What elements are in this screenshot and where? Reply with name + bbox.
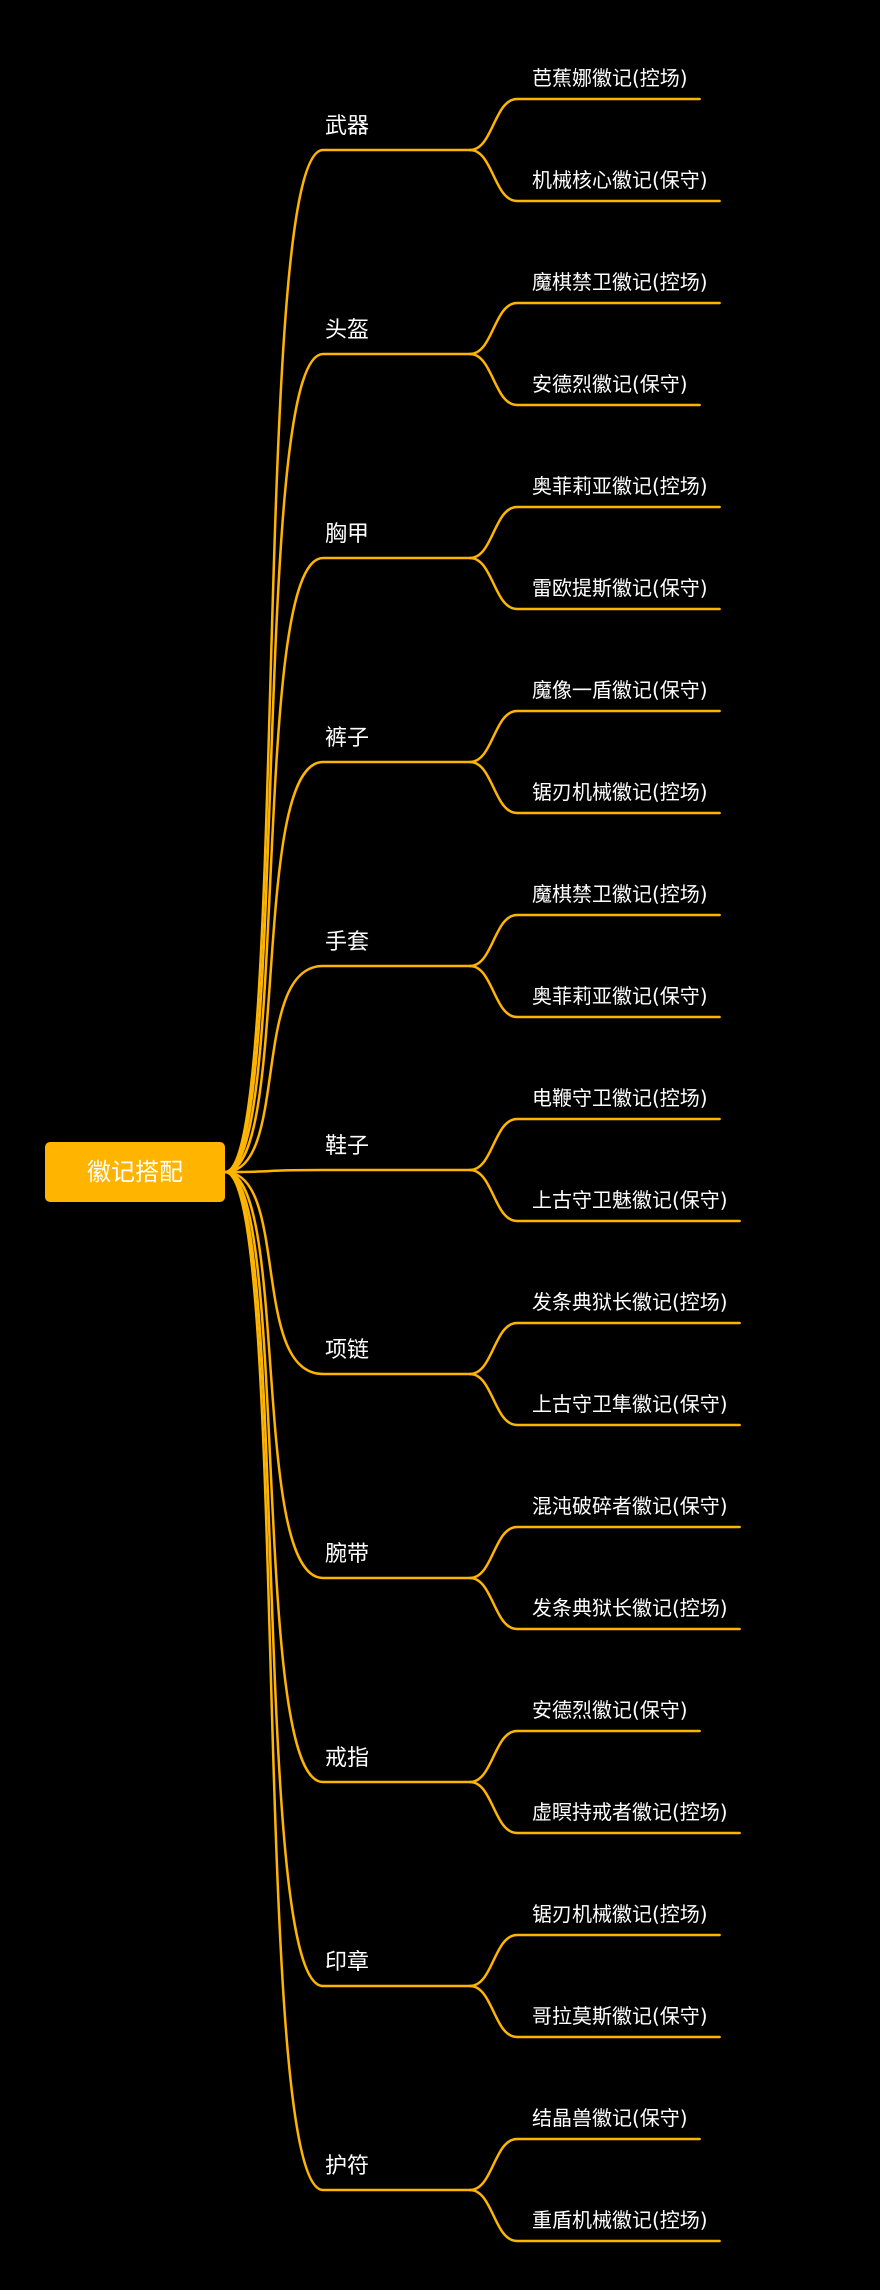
- branch-line-category-4: [223, 760, 472, 1174]
- branch-line-category-3: [223, 556, 472, 1174]
- leaf-label[interactable]: 机械核心徽记(保守): [532, 168, 708, 192]
- category-label[interactable]: 裤子: [325, 726, 370, 751]
- leaf-label[interactable]: 发条典狱长徽记(控场): [532, 1290, 728, 1314]
- branch-line-category-11: [223, 1170, 472, 2192]
- leaf-label[interactable]: 混沌破碎者徽记(保守): [532, 1494, 728, 1518]
- category-label[interactable]: 戒指: [325, 1746, 370, 1771]
- leaf-label[interactable]: 电鞭守卫徽记(控场): [532, 1086, 708, 1110]
- category-label[interactable]: 腕带: [325, 1542, 370, 1567]
- branch-line-leaf-10-1: [468, 1933, 721, 1988]
- category-label[interactable]: 胸甲: [325, 522, 370, 547]
- leaf-label[interactable]: 魔棋禁卫徽记(控场): [532, 882, 708, 906]
- leaf-label[interactable]: 奥菲莉亚徽记(保守): [532, 984, 708, 1008]
- branch-line-leaf-10-2: [468, 1984, 721, 2039]
- branch-line-leaf-8-1: [468, 1525, 741, 1580]
- branch-line-leaf-3-1: [468, 505, 721, 560]
- leaf-label[interactable]: 发条典狱长徽记(控场): [532, 1596, 728, 1620]
- branch-line-leaf-1-1: [468, 97, 701, 152]
- branch-line-leaf-9-2: [468, 1780, 741, 1835]
- branch-line-leaf-9-1: [468, 1729, 701, 1784]
- leaf-label[interactable]: 结晶兽徽记(保守): [532, 2106, 688, 2130]
- leaf-label[interactable]: 安德烈徽记(保守): [532, 372, 688, 396]
- branch-line-leaf-5-1: [468, 913, 721, 968]
- leaf-label[interactable]: 重盾机械徽记(控场): [532, 2208, 708, 2232]
- leaf-label[interactable]: 虚瞑持戒者徽记(控场): [532, 1800, 728, 1824]
- category-label[interactable]: 护符: [325, 2154, 370, 2179]
- branch-line-leaf-7-1: [468, 1321, 741, 1376]
- leaf-label[interactable]: 哥拉莫斯徽记(保守): [532, 2004, 708, 2028]
- branch-line-leaf-8-2: [468, 1576, 741, 1631]
- branch-line-category-2: [223, 352, 472, 1174]
- leaf-label[interactable]: 魔棋禁卫徽记(控场): [532, 270, 708, 294]
- branch-line-leaf-4-2: [468, 760, 721, 815]
- branch-line-leaf-2-1: [468, 301, 721, 356]
- category-label[interactable]: 项链: [325, 1338, 370, 1363]
- leaf-label[interactable]: 上古守卫隼徽记(保守): [532, 1392, 728, 1416]
- branch-line-category-6: [223, 1168, 472, 1174]
- category-label[interactable]: 头盔: [325, 318, 370, 343]
- branch-line-leaf-7-2: [468, 1372, 741, 1427]
- leaf-label[interactable]: 奥菲莉亚徽记(控场): [532, 474, 708, 498]
- branch-line-leaf-1-2: [468, 148, 721, 203]
- category-label[interactable]: 鞋子: [325, 1134, 370, 1159]
- branch-line-leaf-6-1: [468, 1117, 721, 1172]
- leaf-label[interactable]: 魔像一盾徽记(保守): [532, 678, 708, 702]
- root-node[interactable]: 徽记搭配: [45, 1142, 225, 1202]
- branch-line-leaf-6-2: [468, 1168, 741, 1223]
- leaf-label[interactable]: 锯刃机械徽记(控场): [532, 780, 708, 804]
- branch-line-category-7: [223, 1170, 472, 1376]
- branch-line-leaf-4-1: [468, 709, 721, 764]
- branch-line-leaf-11-2: [468, 2188, 721, 2243]
- leaf-label[interactable]: 安德烈徽记(保守): [532, 1698, 688, 1722]
- branch-line-leaf-5-2: [468, 964, 721, 1019]
- category-label[interactable]: 武器: [325, 114, 370, 139]
- leaf-label[interactable]: 芭蕉娜徽记(控场): [532, 66, 688, 90]
- branch-line-category-8: [223, 1170, 472, 1580]
- branch-line-leaf-2-2: [468, 352, 701, 407]
- leaf-label[interactable]: 锯刃机械徽记(控场): [532, 1902, 708, 1926]
- branch-line-category-10: [223, 1170, 472, 1988]
- category-label[interactable]: 手套: [325, 930, 370, 955]
- branch-line-category-9: [223, 1170, 472, 1784]
- category-label[interactable]: 印章: [325, 1950, 370, 1975]
- branch-line-leaf-11-1: [468, 2137, 701, 2192]
- leaf-label[interactable]: 雷欧提斯徽记(保守): [532, 576, 708, 600]
- branch-line-category-1: [223, 148, 472, 1174]
- leaf-label[interactable]: 上古守卫魅徽记(保守): [532, 1188, 728, 1212]
- branch-line-leaf-3-2: [468, 556, 721, 611]
- branch-line-category-5: [223, 964, 472, 1174]
